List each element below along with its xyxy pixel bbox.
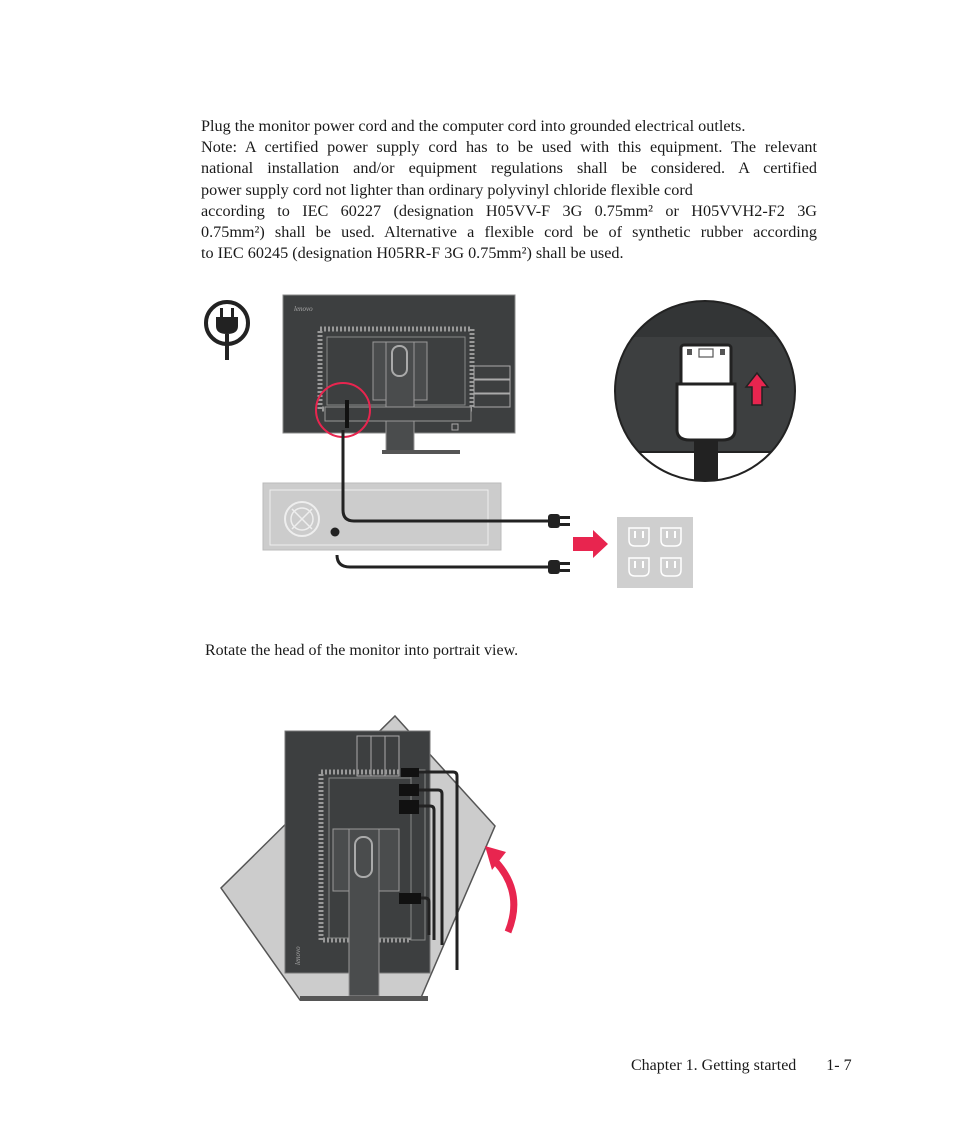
instruction-paragraph: Plug the monitor power cord and the comp… bbox=[201, 116, 817, 264]
instruction-line-6: 0.75mm²) shall be used. Alternative a fl… bbox=[201, 223, 817, 242]
power-cables bbox=[335, 430, 550, 569]
insert-arrow-icon bbox=[573, 530, 608, 558]
instruction-line-2: Note: A certified power supply cord has … bbox=[201, 138, 817, 157]
portrait-cable-connectors bbox=[399, 768, 421, 904]
cable-plug-upper bbox=[548, 514, 570, 528]
chapter-title: Chapter 1. Getting started bbox=[631, 1057, 797, 1074]
instruction-line-7: to IEC 60245 (designation H05RR-F 3G 0.7… bbox=[201, 244, 624, 263]
instruction-line-5: according to IEC 60227 (designation H05V… bbox=[201, 201, 817, 220]
instruction-line-3: national installation and/or equipment r… bbox=[201, 159, 817, 178]
portrait-cables bbox=[412, 770, 459, 970]
rotate-caption: Rotate the head of the monitor into port… bbox=[205, 642, 519, 659]
lenovo-logo-rotated: lenovo bbox=[294, 946, 302, 965]
page-footer: Chapter 1. Getting started 1- 7 bbox=[631, 1057, 852, 1075]
rotate-arrow-icon bbox=[485, 846, 518, 934]
computer-case bbox=[262, 482, 502, 551]
push-up-arrow-icon bbox=[744, 371, 770, 406]
instruction-line-1: Plug the monitor power cord and the comp… bbox=[201, 117, 746, 135]
lenovo-logo: lenovo bbox=[294, 305, 313, 313]
wall-outlet bbox=[617, 517, 693, 588]
instruction-line-4: power supply cord not lighter than ordin… bbox=[201, 180, 693, 199]
power-plug-icon bbox=[204, 300, 250, 360]
cable-plug-lower bbox=[548, 560, 570, 574]
page-number: 1- 7 bbox=[826, 1057, 852, 1074]
power-connector-zoom bbox=[614, 300, 796, 482]
monitor-back-view: lenovo bbox=[282, 294, 516, 454]
monitor-portrait-view: lenovo bbox=[284, 730, 431, 1001]
